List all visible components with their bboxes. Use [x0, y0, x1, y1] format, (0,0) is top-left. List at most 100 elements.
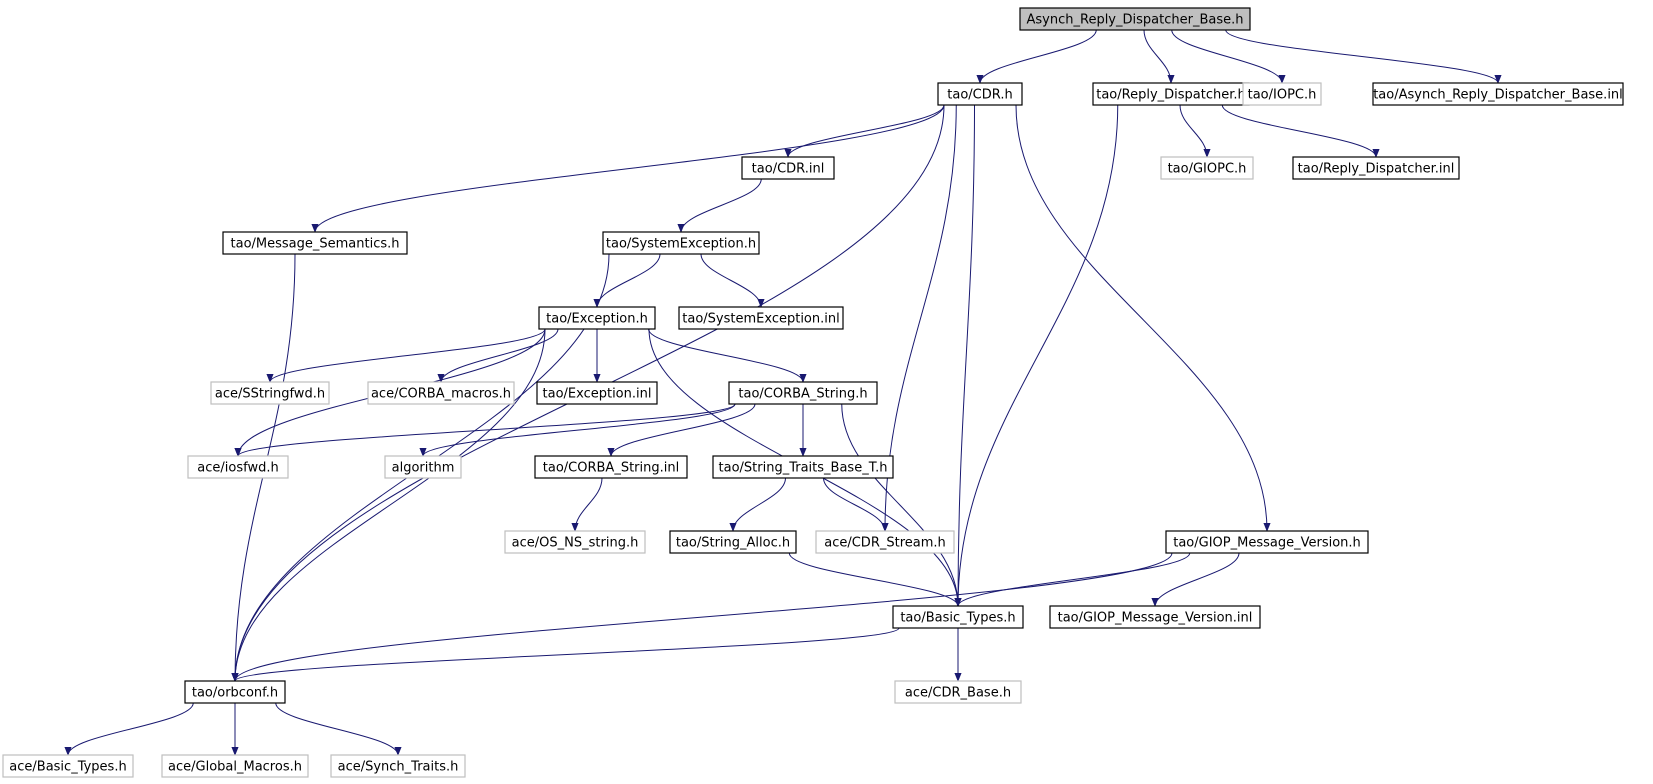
node-tao-orbconf-h[interactable]: tao/orbconf.h	[184, 680, 286, 704]
node-label: tao/Exception.inl	[543, 387, 652, 402]
node-box	[728, 381, 878, 405]
edge-reply_disp_h-to-reply_disp_inl	[1221, 104, 1380, 158]
node-tao-cdr-inl[interactable]: tao/CDR.inl	[741, 156, 835, 180]
node-label: ace/CDR_Stream.h	[824, 536, 946, 551]
node-label: tao/GIOP_Message_Version.h	[1173, 536, 1361, 551]
node-ace-sstringfwd-h[interactable]: ace/SStringfwd.h	[210, 381, 330, 405]
node-ace-cdr-base-h[interactable]: ace/CDR_Base.h	[894, 680, 1022, 704]
node-box	[894, 680, 1022, 704]
node-tao-systemexception-h[interactable]: tao/SystemException.h	[602, 231, 760, 255]
node-box	[937, 82, 1023, 106]
node-box	[1160, 156, 1254, 180]
node-box	[504, 530, 646, 554]
node-label: tao/GIOP_Message_Version.inl	[1058, 611, 1253, 626]
node-tao-reply-dispatcher-inl[interactable]: tao/Reply_Dispatcher.inl	[1292, 156, 1460, 180]
edge-cdr_h-to-giop_ver_h	[1015, 104, 1271, 532]
node-tao-string-alloc-h[interactable]: tao/String_Alloc.h	[669, 530, 797, 554]
edge-orbconf_h-to-synch_traits_h	[275, 702, 402, 756]
node-ace-corba-macros-h[interactable]: ace/CORBA_macros.h	[367, 381, 515, 405]
node-label: tao/orbconf.h	[192, 686, 278, 701]
edge-corba_string_inl-to-os_ns_string_h	[571, 477, 603, 532]
node-box	[741, 156, 835, 180]
edge-root-to-cdr_h	[976, 29, 1097, 84]
node-tao-giopc-h[interactable]: tao/GIOPC.h	[1160, 156, 1254, 180]
node-label: algorithm	[392, 461, 455, 476]
node-tao-corba-string-h[interactable]: tao/CORBA_String.h	[728, 381, 878, 405]
node-label: tao/IOPC.h	[1248, 88, 1317, 103]
node-box	[602, 231, 760, 255]
node-ace-global-macros-h[interactable]: ace/Global_Macros.h	[161, 754, 309, 778]
node-label: ace/CDR_Base.h	[905, 686, 1011, 701]
node-ace-iosfwd-h[interactable]: ace/iosfwd.h	[187, 455, 289, 479]
node-ace-os-ns-string-h[interactable]: ace/OS_NS_string.h	[504, 530, 646, 554]
node-label: ace/Basic_Types.h	[9, 760, 126, 775]
node-label: tao/String_Traits_Base_T.h	[719, 461, 888, 476]
node-box	[538, 306, 656, 330]
node-label: tao/CDR.inl	[752, 162, 825, 177]
node-label: tao/CORBA_String.h	[738, 387, 867, 402]
node-box	[669, 530, 797, 554]
node-box	[815, 530, 955, 554]
node-tao-message-semantics-h[interactable]: tao/Message_Semantics.h	[222, 231, 408, 255]
node-box	[222, 231, 408, 255]
node-algorithm[interactable]: algorithm	[384, 455, 462, 479]
node-tao-reply-dispatcher-h[interactable]: tao/Reply_Dispatcher.h	[1092, 82, 1250, 106]
node-label: ace/Synch_Traits.h	[338, 760, 459, 775]
node-tao-giop-message-version-h[interactable]: tao/GIOP_Message_Version.h	[1165, 530, 1369, 554]
edge-cdr_h-to-msg_sem_h	[311, 104, 945, 233]
edge-corba_string_h-to-algorithm	[419, 403, 736, 457]
node-box	[1019, 7, 1251, 31]
node-tao-basic-types-h[interactable]: tao/Basic_Types.h	[892, 605, 1024, 629]
node-asynch-reply-dispatcher-base-h[interactable]: Asynch_Reply_Dispatcher_Base.h	[1019, 7, 1251, 31]
edge-string_traits_h-to-cdr_stream_h	[823, 477, 889, 532]
edge-corba_string_h-to-corba_string_inl	[607, 403, 756, 457]
node-box	[367, 381, 515, 405]
edge-giop_ver_h-to-giop_ver_inl	[1151, 552, 1240, 607]
node-tao-cdr-h[interactable]: tao/CDR.h	[937, 82, 1023, 106]
node-box	[1049, 605, 1261, 629]
node-box	[1372, 82, 1624, 106]
node-box	[184, 680, 286, 704]
node-box	[210, 381, 330, 405]
node-label: tao/Exception.h	[546, 312, 648, 327]
edge-corba_string_h-to-iosfwd_h	[234, 403, 736, 457]
nodes-layer: Asynch_Reply_Dispatcher_Base.h tao/CDR.h t…	[2, 7, 1624, 778]
node-label: tao/CORBA_String.inl	[543, 461, 679, 476]
node-box	[330, 754, 466, 778]
node-box	[384, 455, 462, 479]
node-label: ace/OS_NS_string.h	[512, 536, 639, 551]
edge-exception_h-to-orbconf_h	[231, 328, 546, 682]
node-tao-exception-inl[interactable]: tao/Exception.inl	[536, 381, 658, 405]
node-box	[2, 754, 134, 778]
edge-string_traits_h-to-string_alloc_h	[729, 477, 786, 532]
node-label: ace/SStringfwd.h	[215, 387, 325, 402]
node-label: ace/Global_Macros.h	[168, 760, 302, 775]
node-tao-asynch-reply-dispatcher-base-inl[interactable]: tao/Asynch_Reply_Dispatcher_Base.inl	[1372, 82, 1624, 106]
edge-root-to-iopc_h	[1171, 29, 1286, 84]
node-tao-exception-h[interactable]: tao/Exception.h	[538, 306, 656, 330]
node-box	[678, 306, 844, 330]
edge-cdr_inl-to-sysexc_h	[677, 178, 762, 233]
edge-corba_string_h-to-basic_types_h	[841, 403, 962, 607]
edge-cdr_h-to-basic_types_h	[954, 104, 975, 607]
edge-cdr_h-to-cdr_inl	[784, 104, 945, 158]
node-tao-string-traits-base-t-h[interactable]: tao/String_Traits_Base_T.h	[712, 455, 894, 479]
node-box	[892, 605, 1024, 629]
node-ace-synch-traits-h[interactable]: ace/Synch_Traits.h	[330, 754, 466, 778]
node-label: tao/SystemException.inl	[682, 312, 839, 327]
node-tao-corba-string-inl[interactable]: tao/CORBA_String.inl	[534, 455, 688, 479]
edge-root-to-reply_disp_h	[1143, 29, 1175, 84]
node-label: tao/Reply_Dispatcher.inl	[1298, 162, 1455, 177]
node-ace-cdr-stream-h[interactable]: ace/CDR_Stream.h	[815, 530, 955, 554]
node-tao-systemexception-inl[interactable]: tao/SystemException.inl	[678, 306, 844, 330]
edge-giop_ver_h-to-orbconf_h	[231, 552, 1173, 682]
edge-sysexc_h-to-sysexc_inl	[700, 253, 765, 308]
node-box	[536, 381, 658, 405]
node-label: ace/CORBA_macros.h	[371, 387, 511, 402]
node-ace-basic-types-h[interactable]: ace/Basic_Types.h	[2, 754, 134, 778]
node-tao-iopc-h[interactable]: tao/IOPC.h	[1242, 82, 1322, 106]
node-tao-giop-message-version-inl[interactable]: tao/GIOP_Message_Version.inl	[1049, 605, 1261, 629]
edge-exception_h-to-sstringfwd_h	[266, 328, 546, 383]
edge-cdr_h-to-cdr_stream_h	[881, 104, 957, 532]
